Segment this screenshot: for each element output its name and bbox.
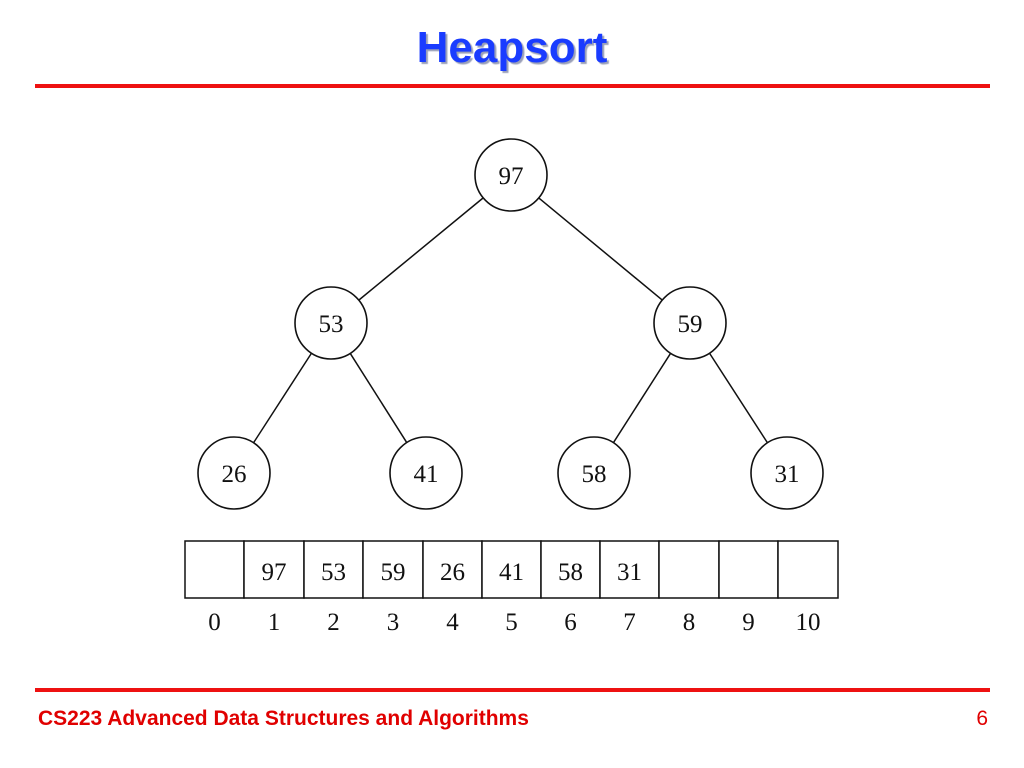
- array-cell: 31: [599, 540, 660, 599]
- tree-edge: [349, 353, 408, 443]
- array-indices: 0 1 2 3 4 5 6 7 8 9 10: [208, 609, 820, 636]
- array-cell-box: [362, 540, 424, 599]
- tree-node-value: 41: [414, 461, 439, 488]
- tree-nodes: 97 53 59 26 41 58 31: [197, 138, 824, 510]
- tree-node: 53: [294, 286, 368, 360]
- tree-node-circle: [474, 138, 548, 212]
- tree-node-value: 31: [775, 461, 800, 488]
- array-cell: 53: [303, 540, 364, 599]
- array-cell-box: [658, 540, 720, 599]
- array-cell-value: 41: [499, 559, 524, 586]
- array-cell-box: [303, 540, 364, 599]
- tree-node: 58: [557, 436, 631, 510]
- tree-node-circle: [653, 286, 727, 360]
- tree-node: 26: [197, 436, 271, 510]
- tree-node: 59: [653, 286, 727, 360]
- tree-node-value: 58: [582, 461, 607, 488]
- heap-array: 97 53 59 26 41 58 31: [184, 540, 839, 599]
- title-divider: [35, 84, 990, 88]
- array-cell: 41: [481, 540, 542, 599]
- footer-divider: [35, 688, 990, 692]
- tree-edges: [252, 197, 769, 444]
- tree-node-circle: [750, 436, 824, 510]
- array-cell-value: 53: [321, 559, 346, 586]
- array-cell: [718, 540, 779, 599]
- array-cell: 26: [422, 540, 483, 599]
- tree-edge: [708, 352, 769, 444]
- array-index-label: 7: [623, 609, 636, 636]
- array-index-label: 3: [387, 609, 400, 636]
- tree-node-value: 97: [499, 163, 524, 190]
- tree-edge: [252, 352, 313, 444]
- array-index-label: 1: [268, 609, 281, 636]
- tree-node-circle: [294, 286, 368, 360]
- array-cell: [184, 540, 245, 599]
- tree-node-value: 59: [678, 311, 703, 338]
- array-cell: 97: [243, 540, 305, 599]
- array-cell: [658, 540, 720, 599]
- array-cell: 58: [540, 540, 601, 599]
- tree-node-value: 26: [222, 461, 247, 488]
- tree-node-circle: [197, 436, 271, 510]
- tree-node: 97: [474, 138, 548, 212]
- tree-edge: [612, 352, 672, 444]
- array-cell-value: 31: [617, 559, 642, 586]
- array-cell-value: 26: [440, 559, 465, 586]
- array-index-label: 10: [796, 609, 821, 636]
- array-index-label: 0: [208, 609, 221, 636]
- array-cell-value: 58: [558, 559, 583, 586]
- array-cell: [777, 540, 839, 599]
- array-cell-box: [777, 540, 839, 599]
- array-index-label: 8: [683, 609, 696, 636]
- footer-course-title: CS223 Advanced Data Structures and Algor…: [38, 707, 529, 730]
- tree-node-circle: [557, 436, 631, 510]
- tree-node: 31: [750, 436, 824, 510]
- tree-edge: [358, 197, 484, 301]
- array-cell-box: [243, 540, 305, 599]
- array-cell-value: 97: [262, 559, 287, 586]
- slide-title: Heapsort: [416, 23, 608, 72]
- array-index-label: 2: [327, 609, 340, 636]
- array-cell-box: [718, 540, 779, 599]
- array-index-label: 4: [446, 609, 459, 636]
- array-cell-box: [599, 540, 660, 599]
- array-cell-value: 59: [381, 559, 406, 586]
- tree-node: 41: [389, 436, 463, 510]
- page-number: 6: [976, 707, 988, 730]
- array-cell-box: [540, 540, 601, 599]
- tree-edge: [538, 197, 663, 301]
- array-index-label: 9: [742, 609, 755, 636]
- array-index-label: 6: [564, 609, 577, 636]
- array-cell-box: [184, 540, 245, 599]
- tree-node-circle: [389, 436, 463, 510]
- array-cell: 59: [362, 540, 424, 599]
- array-index-label: 5: [505, 609, 518, 636]
- tree-node-value: 53: [319, 311, 344, 338]
- array-cell-box: [481, 540, 542, 599]
